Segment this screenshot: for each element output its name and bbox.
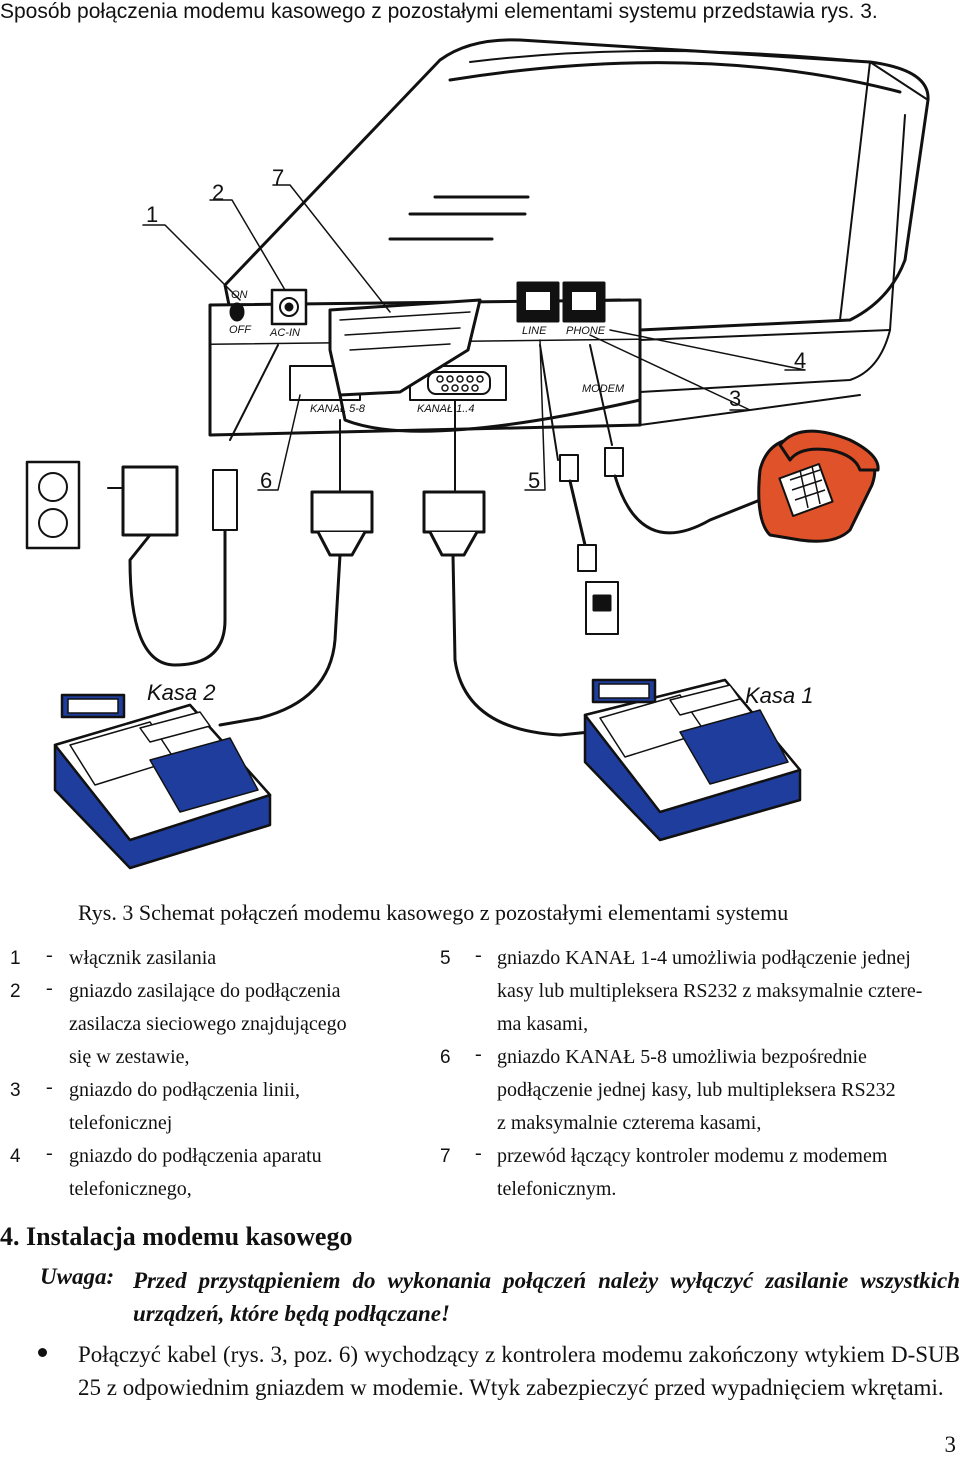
legend-text: telefonicznego, <box>69 1178 192 1200</box>
label-kasa-2: Kasa 2 <box>147 680 216 705</box>
label-phone: PHONE <box>566 325 606 337</box>
label-kanal-5-8: KANAŁ 5-8 <box>310 403 366 415</box>
legend-number: 2 <box>10 981 21 1002</box>
connection-diagram: 1 2 7 4 3 6 5 ON OFF AC-IN LINE PHONE MO… <box>25 38 930 870</box>
legend-text: telefonicznym. <box>497 1178 617 1200</box>
page-number: 3 <box>944 1432 957 1457</box>
legend-right: 5-gniazdo KANAŁ 1-4 umożliwia podłączeni… <box>430 942 960 1212</box>
callout-7: 7 <box>272 165 284 190</box>
legend-text: przewód łączący kontroler modemu z modem… <box>497 1145 888 1167</box>
label-kanal-1-4: KANAŁ 1..4 <box>417 403 474 415</box>
legend-text: gniazdo KANAŁ 1-4 umożliwia podłączenie … <box>497 947 911 969</box>
bullet-dot-icon <box>38 1348 47 1357</box>
legend-number: 3 <box>10 1080 21 1101</box>
callout-6: 6 <box>260 468 272 493</box>
modem-top <box>223 38 930 332</box>
legend-text: z maksymalnie czterema kasami, <box>497 1112 762 1134</box>
telephone-icon <box>757 429 880 543</box>
legend-text: gniazdo do podłączenia linii, <box>69 1079 301 1101</box>
legend-text: telefonicznej <box>69 1112 173 1134</box>
callout-3: 3 <box>729 386 741 411</box>
legend-text: gniazdo zasilające do podłączenia <box>69 980 341 1002</box>
label-on: ON <box>231 289 248 301</box>
intro-text: Sposób połączenia modemu kasowego z pozo… <box>0 0 878 23</box>
legend-number: 1 <box>10 948 21 969</box>
callout-4: 4 <box>794 348 806 373</box>
label-kasa-1: Kasa 1 <box>745 683 814 708</box>
dsub25-plug <box>328 298 482 397</box>
figure-caption: Rys. 3 Schemat połączeń modemu kasowego … <box>78 900 789 925</box>
callout-1: 1 <box>146 202 158 227</box>
legend-text: podłączenie jednej kasy, lub multiplekse… <box>497 1079 896 1101</box>
section-title: 4. Instalacja modemu kasowego <box>0 1222 353 1251</box>
legend-text: się w zestawie, <box>69 1046 190 1068</box>
label-modem: MODEM <box>582 383 625 395</box>
legend-number: 7 <box>440 1146 451 1167</box>
label-line: LINE <box>522 325 547 337</box>
wall-outlet-icon <box>25 460 81 550</box>
legend-text: włącznik zasilania <box>69 947 217 969</box>
cash-register-kasa-2 <box>53 693 272 870</box>
instruction-bullet: Połączyć kabel (rys. 3, poz. 6) wychodzą… <box>78 1342 960 1400</box>
legend-number: 5 <box>440 948 451 969</box>
note-label: Uwaga: <box>40 1264 115 1289</box>
callout-5: 5 <box>528 468 540 493</box>
legend-text: gniazdo KANAŁ 5-8 umożliwia bezpośrednie <box>497 1046 867 1068</box>
legend-text: kasy lub multipleksera RS232 z maksymaln… <box>497 980 923 1002</box>
legend-text: gniazdo do podłączenia aparatu <box>69 1145 322 1167</box>
callout-2: 2 <box>212 180 224 205</box>
power-adapter <box>121 465 179 537</box>
dsub-plug-kasa-1 <box>422 490 486 534</box>
label-ac-in: AC-IN <box>269 327 300 339</box>
phone-wall-jack-icon <box>585 581 619 635</box>
cash-register-kasa-1 <box>583 678 802 842</box>
note-text: Przed przystąpieniem do wykonania połącz… <box>133 1268 960 1326</box>
legend-number: 6 <box>440 1047 451 1068</box>
label-off: OFF <box>229 324 252 336</box>
power-switch-icon <box>229 302 245 322</box>
legend-number: 4 <box>10 1146 21 1167</box>
legend-text: zasilacza sieciowego znajdującego <box>69 1013 347 1035</box>
dsub-plug-kasa-2 <box>310 490 374 534</box>
legend-text: ma kasami, <box>497 1013 589 1035</box>
